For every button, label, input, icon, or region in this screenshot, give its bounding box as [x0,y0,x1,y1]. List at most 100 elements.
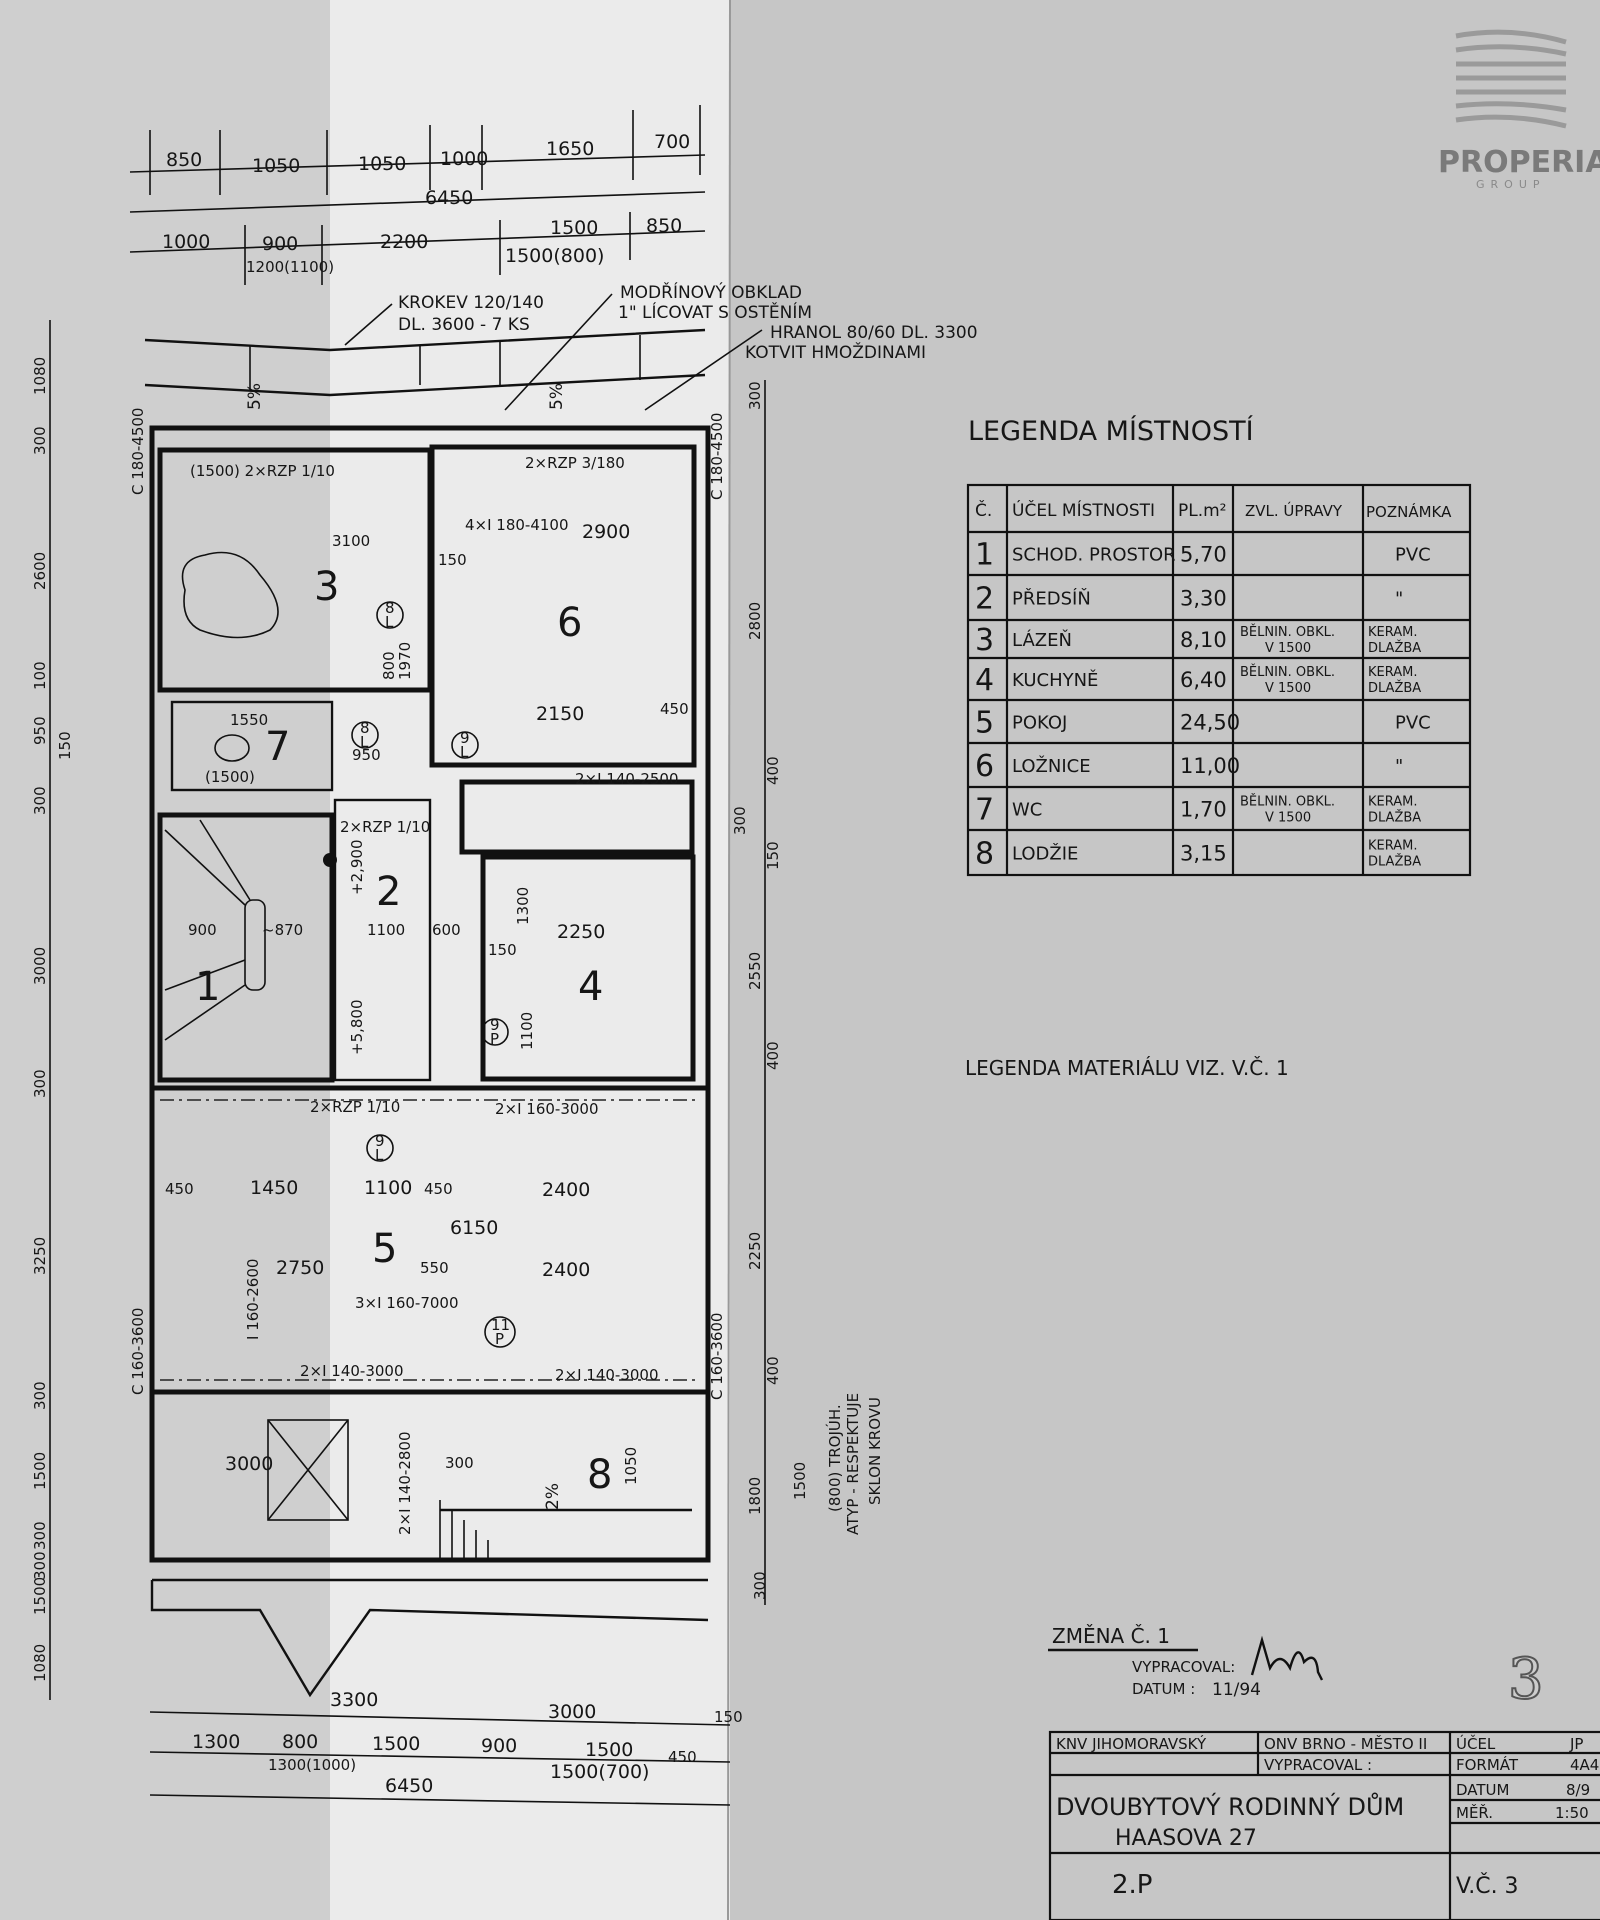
plan-label: (1500) [205,768,255,786]
svg-text:C 160-3600: C 160-3600 [129,1308,147,1395]
door-tags: 8L 8L 9L 9P 9L 11P [351,599,516,1348]
plan-label: 2×I 140-2500 [575,770,679,788]
revision-date-label: DATUM : [1132,1680,1195,1698]
svg-text:9: 9 [460,729,470,747]
plan-label: 950 [352,746,381,764]
plan-label: 2×I 140-3000 [300,1362,404,1380]
beam-note-2: KOTVIT HMOŽDINAMI [745,341,926,363]
room-number: 5 [975,706,994,741]
sheet-number: V.Č. 3 [1456,1873,1519,1899]
room-area: 24,50 [1180,711,1240,735]
plan-label: 3000 [225,1453,273,1475]
svg-text:800: 800 [282,1731,318,1753]
room-finish: V 1500 [1265,681,1311,696]
dim-top3-5: 1500 [550,217,598,239]
plan-label: 2900 [582,521,630,543]
door-tag: 8L [376,599,404,631]
svg-text:1080: 1080 [31,1644,49,1682]
plan-label: 1100 [367,921,405,939]
paper-middle-panel [330,0,730,1920]
plan-label: 2400 [542,1259,590,1281]
svg-text:150: 150 [764,841,782,870]
plan-label: 300 [445,1454,474,1472]
properia-logo: PROPERIA GROUP [1438,29,1600,191]
svg-text:300: 300 [31,1069,49,1098]
svg-text:400: 400 [764,756,782,785]
svg-text:1500: 1500 [585,1739,633,1761]
parapet-note-2: ATYP - RESPEKTUJE [844,1393,862,1535]
svg-text:P: P [495,1330,504,1348]
slope-1: 5% [245,383,265,410]
svg-text:6450: 6450 [385,1775,433,1797]
plan-label: 1450 [250,1177,298,1199]
svg-text:300: 300 [31,786,49,815]
svg-text:100: 100 [31,661,49,690]
paper-left-panel [0,0,330,1920]
room-note: KERAM. [1368,839,1418,854]
door-tag: 11P [484,1316,516,1348]
svg-text:150: 150 [714,1708,743,1726]
parapet-note-1: (800) TROJÚH. [825,1404,844,1512]
project-address: HAASOVA 27 [1115,1826,1257,1851]
room-note: DLAŽBA [1368,680,1421,696]
room-marker-6: 6 [557,600,582,646]
svg-text:1080: 1080 [31,357,49,395]
room-finish: V 1500 [1265,811,1311,826]
dim-top-2: 1050 [252,155,300,177]
plan-label: +2,900 [348,839,366,895]
room-marker-5: 5 [372,1226,397,1272]
svg-text:MĚŘ.: MĚŘ. [1456,1803,1493,1822]
plan-label: 6150 [450,1217,498,1239]
room-area: 5,70 [1180,543,1227,567]
plan-label: 900 [188,921,217,939]
dim-top3-2: 900 [262,233,298,255]
svg-text:8: 8 [360,719,370,737]
svg-text:3000: 3000 [31,947,49,985]
svg-text:L: L [375,1146,384,1164]
svg-text:950: 950 [31,716,49,745]
svg-text:4A4: 4A4 [1570,1756,1599,1774]
svg-text:9: 9 [375,1132,385,1150]
svg-text:2800: 2800 [746,602,764,640]
plan-label: 4×I 180-4100 [465,516,569,534]
plan-label: 1100 [364,1177,412,1199]
plan-label: 2×RZP 1/10 [310,1098,400,1116]
logo-sub: GROUP [1476,178,1546,191]
door-tag: 9L [366,1132,394,1164]
dim-top-3: 1050 [358,153,406,175]
room-note: DLAŽBA [1368,640,1421,656]
dim-top3-3: 1200(1100) [246,258,334,276]
room-name: LOŽNICE [1012,755,1091,777]
room-note: KERAM. [1368,665,1418,680]
svg-text:1800: 1800 [746,1477,764,1515]
plan-label: 2×I 160-3000 [495,1100,599,1118]
svg-text:150: 150 [56,731,74,760]
dim-top3-6: 1500(800) [505,245,604,267]
dim-top3-1: 1000 [162,231,210,253]
room-number: 6 [975,749,994,784]
project-title: DVOUBYTOVÝ RODINNÝ DŮM [1056,1791,1404,1821]
room-note: DLAŽBA [1368,810,1421,826]
room-area: 6,40 [1180,668,1227,692]
plan-label: 150 [488,941,517,959]
room-note: KERAM. [1368,795,1418,810]
room-marker-1: 1 [195,964,220,1010]
cladding-note-2: 1" LÍCOVAT S OSTĚNÍM [618,301,812,323]
room-finish: BĚLNIN. OBKL. [1240,664,1335,680]
svg-text:1500(700): 1500(700) [550,1761,649,1783]
title-block-drawn-by: VYPRACOVAL : [1264,1756,1372,1774]
bottom-dimensions: 3300 3000 150 1300 800 1300(1000) 1500 9… [149,1689,743,1806]
svg-text:3000: 3000 [548,1701,596,1723]
svg-text:FORMÁT: FORMÁT [1456,1755,1519,1774]
room-area: 3,15 [1180,842,1227,866]
svg-text:2550: 2550 [746,952,764,990]
plan-label: 2250 [557,921,605,943]
plan-label: 1550 [230,711,268,729]
title-block: KNV JIHOMORAVSKÝ ONV BRNO - MĚSTO II VYP… [1048,1730,1600,1920]
plan-label: 450 [424,1180,453,1198]
svg-text:2250: 2250 [746,1232,764,1270]
